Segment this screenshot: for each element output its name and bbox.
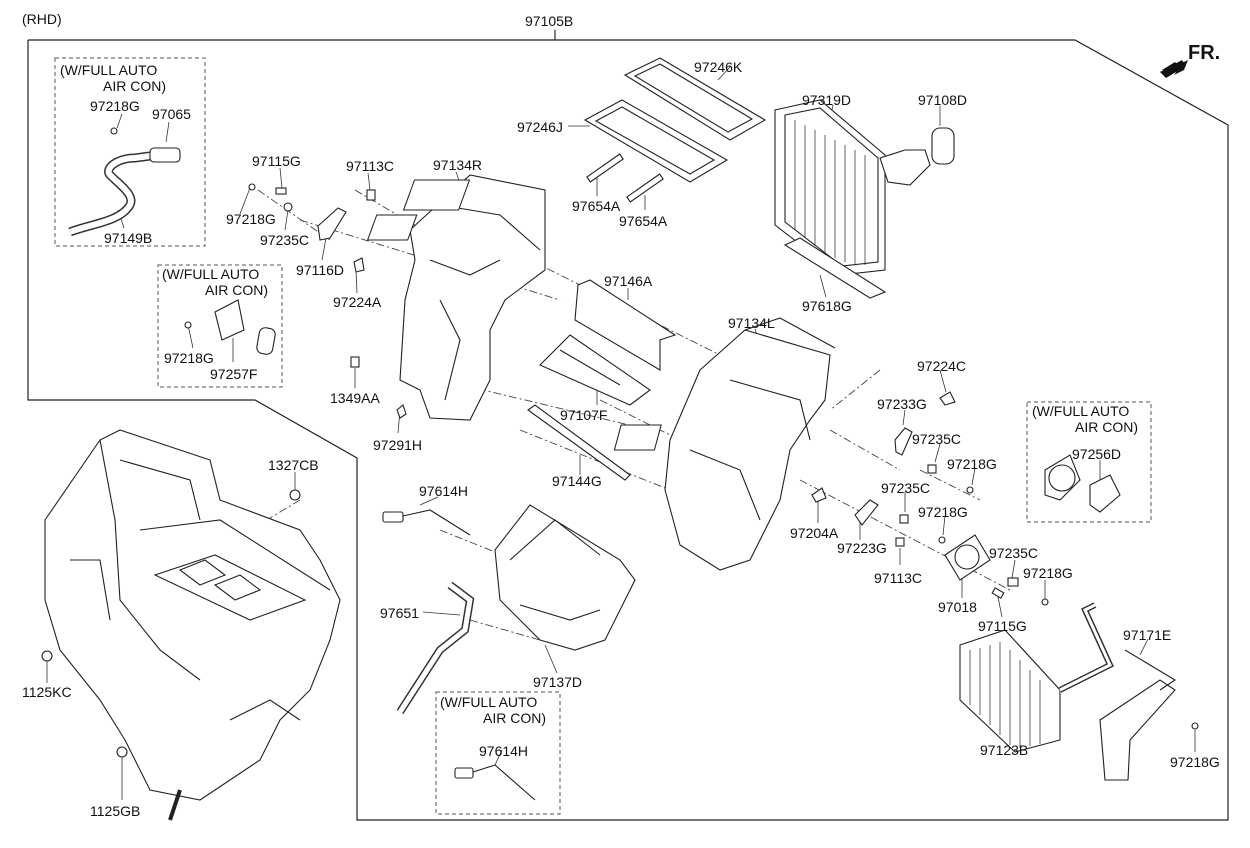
part-label-97113C: 97113C: [346, 158, 395, 174]
part-label-97235C: 97235C: [989, 545, 1039, 561]
part-label-97246K: 97246K: [694, 59, 743, 75]
temp-sensors: [382, 509, 536, 801]
part-label-97113C: 97113C: [874, 570, 923, 586]
part-label-97246J: 97246J: [517, 119, 563, 135]
part-label-97137D: 97137D: [533, 674, 583, 690]
part-label-97233G: 97233G: [877, 396, 927, 412]
part-label-97218G: 97218G: [90, 98, 140, 114]
part-label-97618G: 97618G: [802, 298, 852, 314]
case-right: [366, 174, 546, 421]
part-label-97235C: 97235C: [912, 431, 962, 447]
part-label-97223G: 97223G: [837, 540, 887, 556]
part-label-97108D: 97108D: [918, 92, 968, 108]
part-label-97218G: 97218G: [226, 211, 276, 227]
part-label-97654A: 97654A: [572, 198, 621, 214]
assembly-code-label: 97105B: [525, 13, 574, 29]
auto-ac-note-bottom: (W/FULL AUTO AIR CON): [440, 694, 546, 726]
part-label-97134R: 97134R: [433, 157, 483, 173]
part-label-97235C: 97235C: [881, 480, 931, 496]
front-arrow-icon: [1160, 60, 1188, 78]
part-label-97614H: 97614H: [419, 483, 469, 499]
air-filters: [583, 57, 767, 203]
part-label-97115G: 97115G: [252, 153, 301, 169]
part-label-97204A: 97204A: [790, 525, 839, 541]
part-label-97654A: 97654A: [619, 213, 668, 229]
heater-core: [959, 602, 1114, 753]
auto-ac-note-top-left: (W/FULL AUTO AIR CON): [60, 62, 166, 94]
part-label-97115G: 97115G: [978, 618, 1027, 634]
part-label-97149B: 97149B: [104, 230, 153, 246]
option-boxes: [54, 57, 1152, 815]
mode-actuator: [184, 299, 276, 355]
part-label-97144G: 97144G: [552, 473, 602, 489]
parts-art: [41, 57, 1199, 821]
pipe-cover: [1099, 649, 1199, 781]
case-left: [613, 317, 836, 571]
aspirator-hose: [68, 127, 181, 237]
part-label-97235C: 97235C: [260, 232, 310, 248]
part-label-97319D: 97319D: [802, 92, 852, 108]
part-label-97116D: 97116D: [296, 262, 345, 278]
part-label-97218G: 97218G: [1023, 565, 1073, 581]
part-label-97018: 97018: [938, 599, 977, 615]
part-label-97134L: 97134L: [728, 315, 775, 331]
auto-ac-note-right: (W/FULL AUTO AIR CON): [1032, 403, 1138, 435]
part-label-97146A: 97146A: [604, 273, 653, 289]
part-label-97107F: 97107F: [560, 407, 608, 423]
part-label-97218G: 97218G: [164, 350, 214, 366]
mode-motor: [1044, 454, 1121, 513]
temp-door: [527, 279, 677, 481]
right-small-parts: [811, 391, 1049, 606]
part-label-97218G: 97218G: [918, 504, 968, 520]
part-label-97224C: 97224C: [917, 358, 967, 374]
part-label-97224A: 97224A: [333, 294, 382, 310]
part-label-97257F: 97257F: [210, 366, 258, 382]
auto-ac-note-mid-left: (W/FULL AUTO AIR CON): [162, 266, 268, 298]
part-label-97218G: 97218G: [1170, 754, 1220, 770]
drain-hose: [396, 581, 475, 715]
part-label-97651: 97651: [380, 605, 419, 621]
part-label-1349AA: 1349AA: [330, 390, 380, 406]
part-label-97256D: 97256D: [1072, 446, 1122, 462]
variant-label: (RHD): [22, 11, 62, 27]
part-label-97218G: 97218G: [947, 456, 997, 472]
part-label-1125KC: 1125KC: [22, 684, 72, 700]
part-label-97171E: 97171E: [1123, 627, 1172, 643]
part-label-97123B: 97123B: [980, 742, 1029, 758]
part-label-1327CB: 1327CB: [268, 457, 319, 473]
label-leaders: [46, 30, 1196, 800]
actuator-small-parts: [248, 183, 407, 419]
part-label-97614H: 97614H: [479, 743, 529, 759]
front-marker-label: FR.: [1188, 42, 1221, 64]
assembled-unit: [41, 429, 341, 821]
evaporator: [774, 99, 955, 299]
part-label-97291H: 97291H: [373, 437, 423, 453]
lower-case: [494, 504, 636, 651]
part-label-1125GB: 1125GB: [90, 803, 141, 819]
part-label-97065: 97065: [152, 106, 191, 122]
